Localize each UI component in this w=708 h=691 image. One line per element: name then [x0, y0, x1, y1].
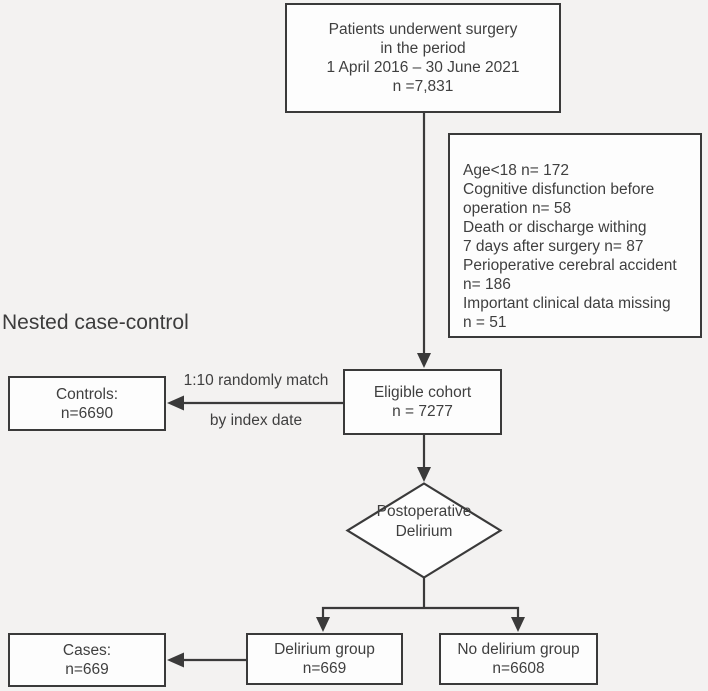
node-exclusion-criteria: Age<18 n= 172 Cognitive disfunction befo…: [448, 133, 702, 338]
node-eligible-cohort: Eligible cohort n = 7277: [343, 369, 502, 435]
exclusion-line-1: Age<18 n= 172: [463, 162, 570, 179]
cases-line-2: n=669: [65, 661, 109, 678]
no-delirium-group-line-1: No delirium group: [457, 641, 580, 658]
controls-line-2: n=6690: [60, 404, 114, 422]
delirium-group-line-2: n=669: [302, 660, 347, 677]
decision-line-2: Delirium: [395, 523, 453, 540]
cases-line-1: Cases:: [62, 642, 112, 659]
arrowhead-into-decision: [417, 467, 431, 482]
surgery-line-4: n =7,831: [392, 78, 454, 95]
surgery-line-3: 1 April 2016 – 30 June 2021: [326, 59, 520, 76]
edge-decision-split: [321, 578, 520, 619]
arrowhead-into-no-delirium-group: [511, 617, 525, 632]
node-no-delirium-group: No delirium group n=6608: [439, 633, 598, 685]
arrowhead-into-delirium-group: [316, 617, 330, 632]
decision-line-1: Postoperative: [376, 503, 472, 520]
eligible-line-2: n = 7277: [392, 403, 453, 420]
edge-label-match-method: by index date: [209, 412, 303, 429]
edge-label-match-ratio: 1:10 randomly match: [183, 372, 329, 389]
exclusion-line-6: Perioperative cerebral accident: [463, 257, 677, 274]
arrowhead-into-cases: [167, 652, 184, 668]
eligible-line-1: Eligible cohort: [373, 384, 472, 401]
exclusion-line-4: Death or discharge withing: [463, 219, 647, 236]
exclusion-line-7: n= 186: [463, 276, 511, 293]
arrowhead-into-controls: [167, 395, 184, 411]
delirium-group-line-1: Delirium group: [274, 641, 375, 658]
surgery-line-1: Patients underwent surgery: [328, 21, 518, 38]
no-delirium-group-line-2: n=6608: [492, 660, 545, 677]
exclusion-line-8: Important clinical data missing: [463, 295, 671, 312]
controls-line-1: Controls:: [55, 385, 119, 403]
surgery-line-2: in the period: [380, 40, 466, 57]
arrowhead-into-eligible: [417, 353, 431, 368]
node-decision-postoperative-delirium: Postoperative Delirium: [344, 502, 504, 542]
node-delirium-group: Delirium group n=669: [246, 633, 403, 685]
section-label-nested-case-control: Nested case-control: [2, 311, 189, 334]
exclusion-line-9: n = 51: [463, 314, 507, 331]
node-patients-underwent-surgery: Patients underwent surgery in the period…: [285, 3, 561, 113]
node-cases: Cases: n=669: [8, 633, 166, 687]
exclusion-line-2: Cognitive disfunction before: [463, 181, 655, 198]
decision-diamond-shape: [345, 482, 503, 579]
exclusion-line-3: operation n= 58: [463, 200, 572, 217]
exclusion-line-5: 7 days after surgery n= 87: [463, 238, 644, 255]
node-controls: Controls: n=6690: [8, 376, 166, 431]
